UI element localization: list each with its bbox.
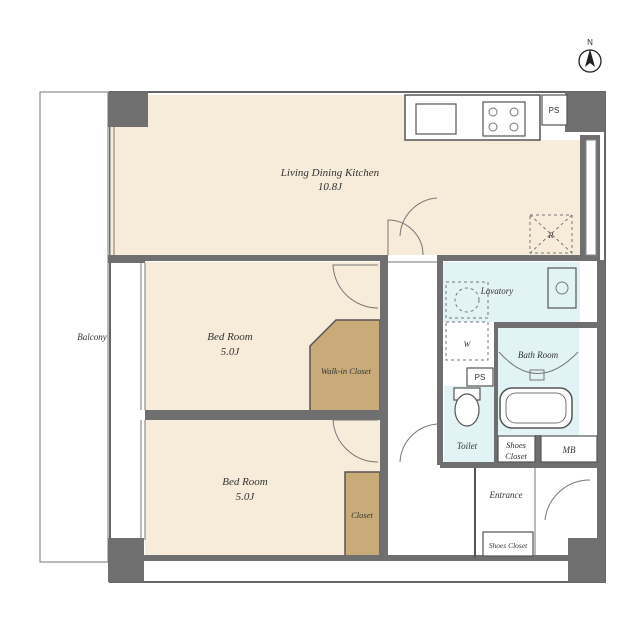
closet-label: Closet <box>351 510 373 520</box>
shoes1-line1: Shoes <box>506 440 527 450</box>
ldk-name: Living Dining Kitchen <box>280 167 380 179</box>
balcony-label: Balcony <box>77 332 107 342</box>
mb-box <box>540 435 598 463</box>
ps2-label: PS <box>475 373 486 382</box>
bedroom1-size: 5.0J <box>221 346 241 358</box>
bedroom2-name: Bed Room <box>222 476 268 488</box>
corridor <box>385 255 440 560</box>
bathtub <box>499 387 573 429</box>
door-bedroom1 <box>332 264 379 309</box>
shoes2-label: Shoes Closet <box>489 541 528 550</box>
stove <box>482 101 526 137</box>
door-ldk <box>387 219 424 256</box>
compass: N <box>578 38 602 73</box>
ps-top <box>541 94 568 126</box>
fridge-space <box>529 214 573 254</box>
balcony-area <box>39 91 109 563</box>
toilet-label: Toilet <box>457 441 478 451</box>
ps1-label: PS <box>549 106 560 115</box>
bedroom2-size: 5.0J <box>236 491 256 503</box>
toilet-bowl <box>454 393 480 427</box>
compass-label: N <box>587 38 593 47</box>
door-toilet <box>399 423 441 463</box>
shoes-closet-upper <box>497 435 536 463</box>
bedroom1-name: Bed Room <box>207 331 253 343</box>
fridge-label: R <box>548 231 554 240</box>
bath-label: Bath Room <box>518 350 559 360</box>
ldk-floor <box>110 95 580 262</box>
shoes1-line2: Closet <box>505 451 527 461</box>
ps-middle <box>466 367 494 387</box>
door-entrance <box>544 479 591 521</box>
ldk-size: 10.8J <box>318 181 343 193</box>
entrance-label: Entrance <box>489 490 523 500</box>
washbasin <box>547 267 577 309</box>
mb-label: MB <box>562 445 576 455</box>
washer-label: W <box>464 340 472 349</box>
closet-floor <box>344 471 381 559</box>
lavatory-label: Lavatory <box>480 286 514 296</box>
sink <box>415 103 457 135</box>
washer-space <box>445 321 489 361</box>
shoes-closet-lower <box>482 531 534 557</box>
walkin-label: Walk-in Closet <box>321 366 372 376</box>
door-bedroom2 <box>332 419 379 463</box>
